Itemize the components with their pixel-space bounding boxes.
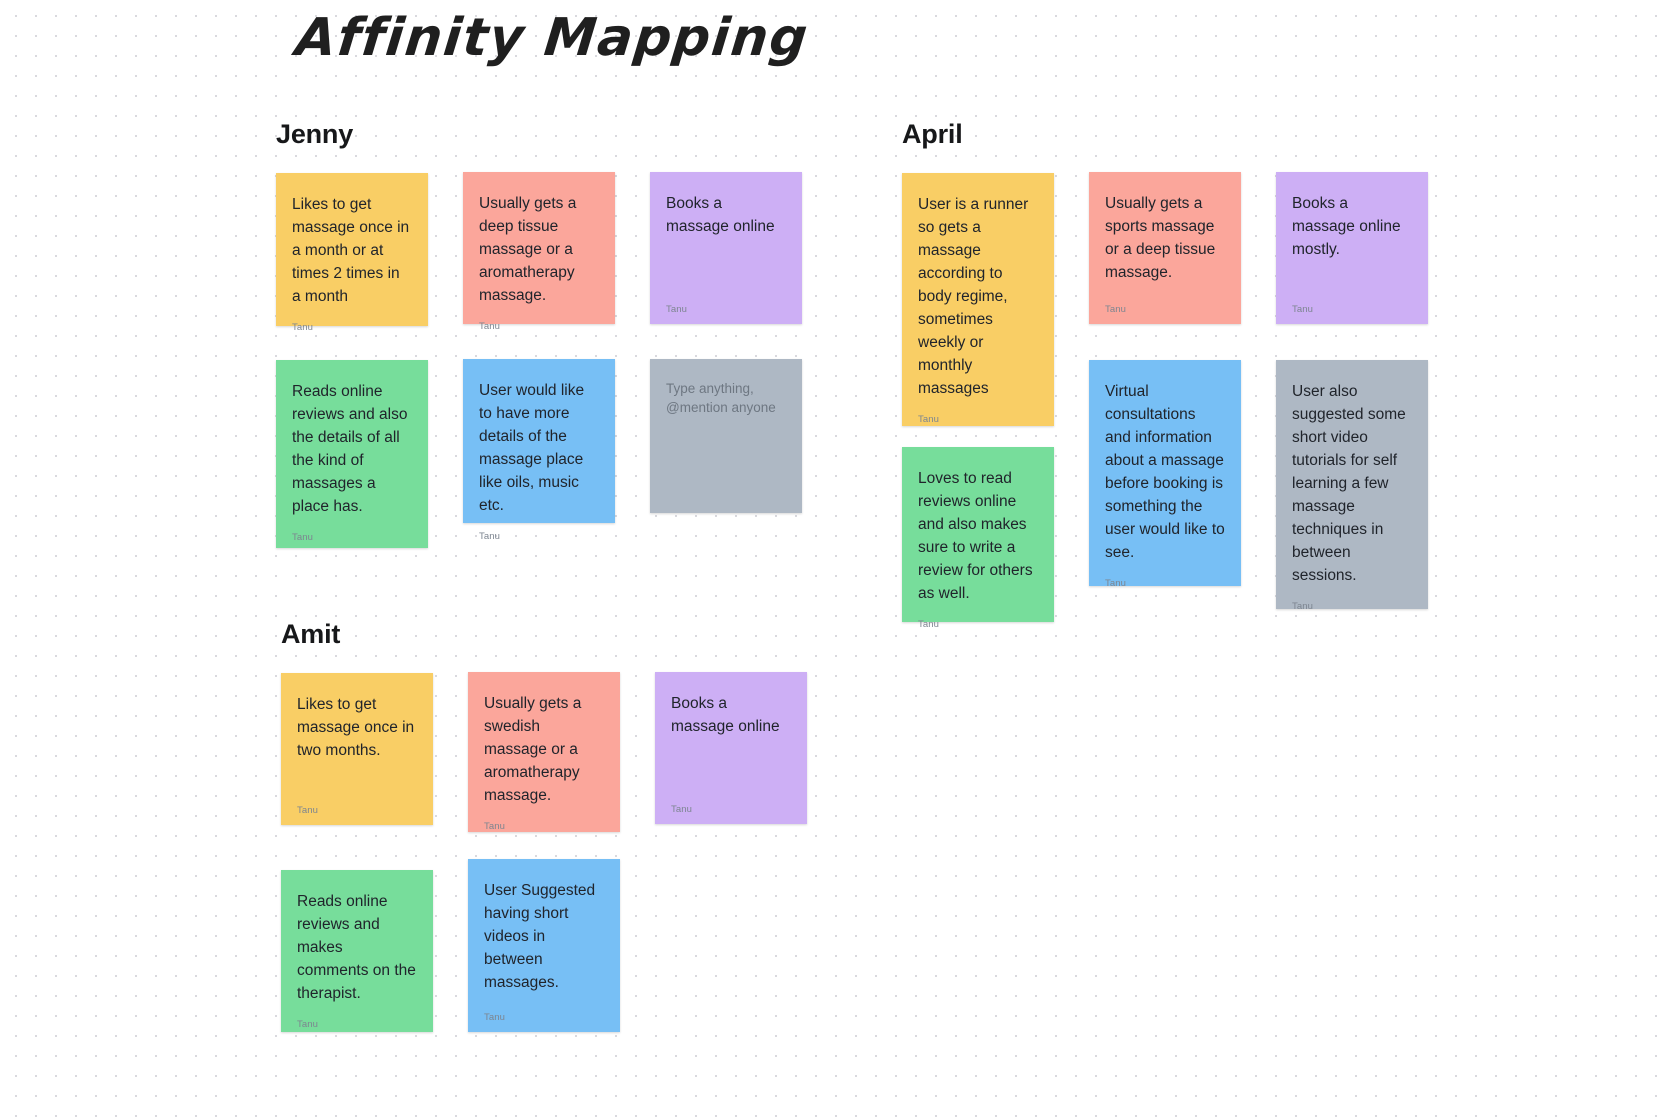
sticky-note-text: Usually gets a deep tissue massage or a … (479, 195, 581, 304)
sticky-note-text[interactable]: Type anything, @mention anyone (666, 381, 776, 415)
sticky-note-author: Tanu (1105, 578, 1127, 589)
sticky-note-author: Tanu (484, 821, 506, 832)
sticky-note-author: Tanu (479, 531, 501, 542)
sticky-note-jenny-details[interactable]: User would like to have more details of … (463, 359, 615, 542)
sticky-note-amit-reviews[interactable]: Reads online reviews and makes comments … (281, 870, 433, 1032)
sticky-note-text: Usually gets a sports massage or a deep … (1105, 195, 1220, 281)
sticky-note-text: Likes to get massage once in two months. (297, 696, 419, 759)
group-title-jenny: Jenny (276, 119, 354, 149)
new-note-input[interactable]: Type anything, @mention anyone (650, 359, 802, 513)
sticky-note-amit-frequency[interactable]: Likes to get massage once in two months.… (281, 673, 433, 825)
sticky-note-text: Books a massage online (671, 695, 780, 735)
sticky-note-april-type[interactable]: Usually gets a sports massage or a deep … (1089, 172, 1241, 324)
sticky-note-author: Tanu (671, 804, 693, 815)
sticky-note-author: Tanu (297, 805, 319, 816)
sticky-note-text: Books a massage online mostly. (1292, 195, 1405, 258)
sticky-note-text: User also suggested some short video tut… (1292, 383, 1411, 584)
sticky-note-text: User Suggested having short videos in be… (484, 882, 600, 991)
sticky-note-jenny-reviews[interactable]: Reads online reviews and also the detail… (276, 360, 428, 548)
sticky-note-text: Usually gets a swedish massage or a arom… (484, 695, 586, 804)
sticky-note-text: Loves to read reviews online and also ma… (918, 470, 1037, 602)
sticky-note-text: Reads online reviews and also the detail… (292, 383, 412, 515)
sticky-note-author: Tanu (484, 1012, 506, 1023)
sticky-note-text: Virtual consultations and information ab… (1105, 383, 1230, 561)
sticky-note-author: Tanu (1292, 601, 1314, 612)
sticky-note-author: Tanu (479, 321, 501, 332)
sticky-note-amit-videos[interactable]: User Suggested having short videos in be… (468, 859, 620, 1032)
sticky-note-april-frequency[interactable]: User is a runner so gets a massage accor… (902, 173, 1054, 426)
sticky-note-amit-type[interactable]: Usually gets a swedish massage or a arom… (468, 672, 620, 832)
sticky-note-author: Tanu (297, 1019, 319, 1030)
sticky-note-april-tutorials[interactable]: User also suggested some short video tut… (1276, 360, 1428, 612)
sticky-note-april-virtual[interactable]: Virtual consultations and information ab… (1089, 360, 1241, 589)
sticky-note-text: Books a massage online (666, 195, 775, 235)
sticky-note-author: Tanu (1292, 304, 1314, 315)
sticky-note-author: Tanu (292, 532, 314, 543)
sticky-note-author: Tanu (666, 304, 688, 315)
sticky-note-text: Reads online reviews and makes comments … (297, 893, 421, 1002)
sticky-note-april-booking[interactable]: Books a massage online mostly. Tanu (1276, 172, 1428, 324)
sticky-note-april-reviews[interactable]: Loves to read reviews online and also ma… (902, 447, 1054, 630)
group-title-april: April (902, 119, 963, 149)
sticky-note-author: Tanu (292, 322, 314, 333)
sticky-note-author: Tanu (1105, 304, 1127, 315)
sticky-note-text: User would like to have more details of … (479, 382, 589, 514)
board-title: Affinity Mapping (292, 8, 812, 68)
group-title-amit: Amit (281, 619, 341, 649)
sticky-note-author: Tanu (918, 414, 940, 425)
sticky-note-text: Likes to get massage once in a month or … (292, 196, 414, 305)
sticky-note-jenny-type[interactable]: Usually gets a deep tissue massage or a … (463, 172, 615, 332)
sticky-note-jenny-frequency[interactable]: Likes to get massage once in a month or … (276, 173, 428, 333)
sticky-note-author: Tanu (918, 619, 940, 630)
sticky-note-text: User is a runner so gets a massage accor… (918, 196, 1033, 397)
